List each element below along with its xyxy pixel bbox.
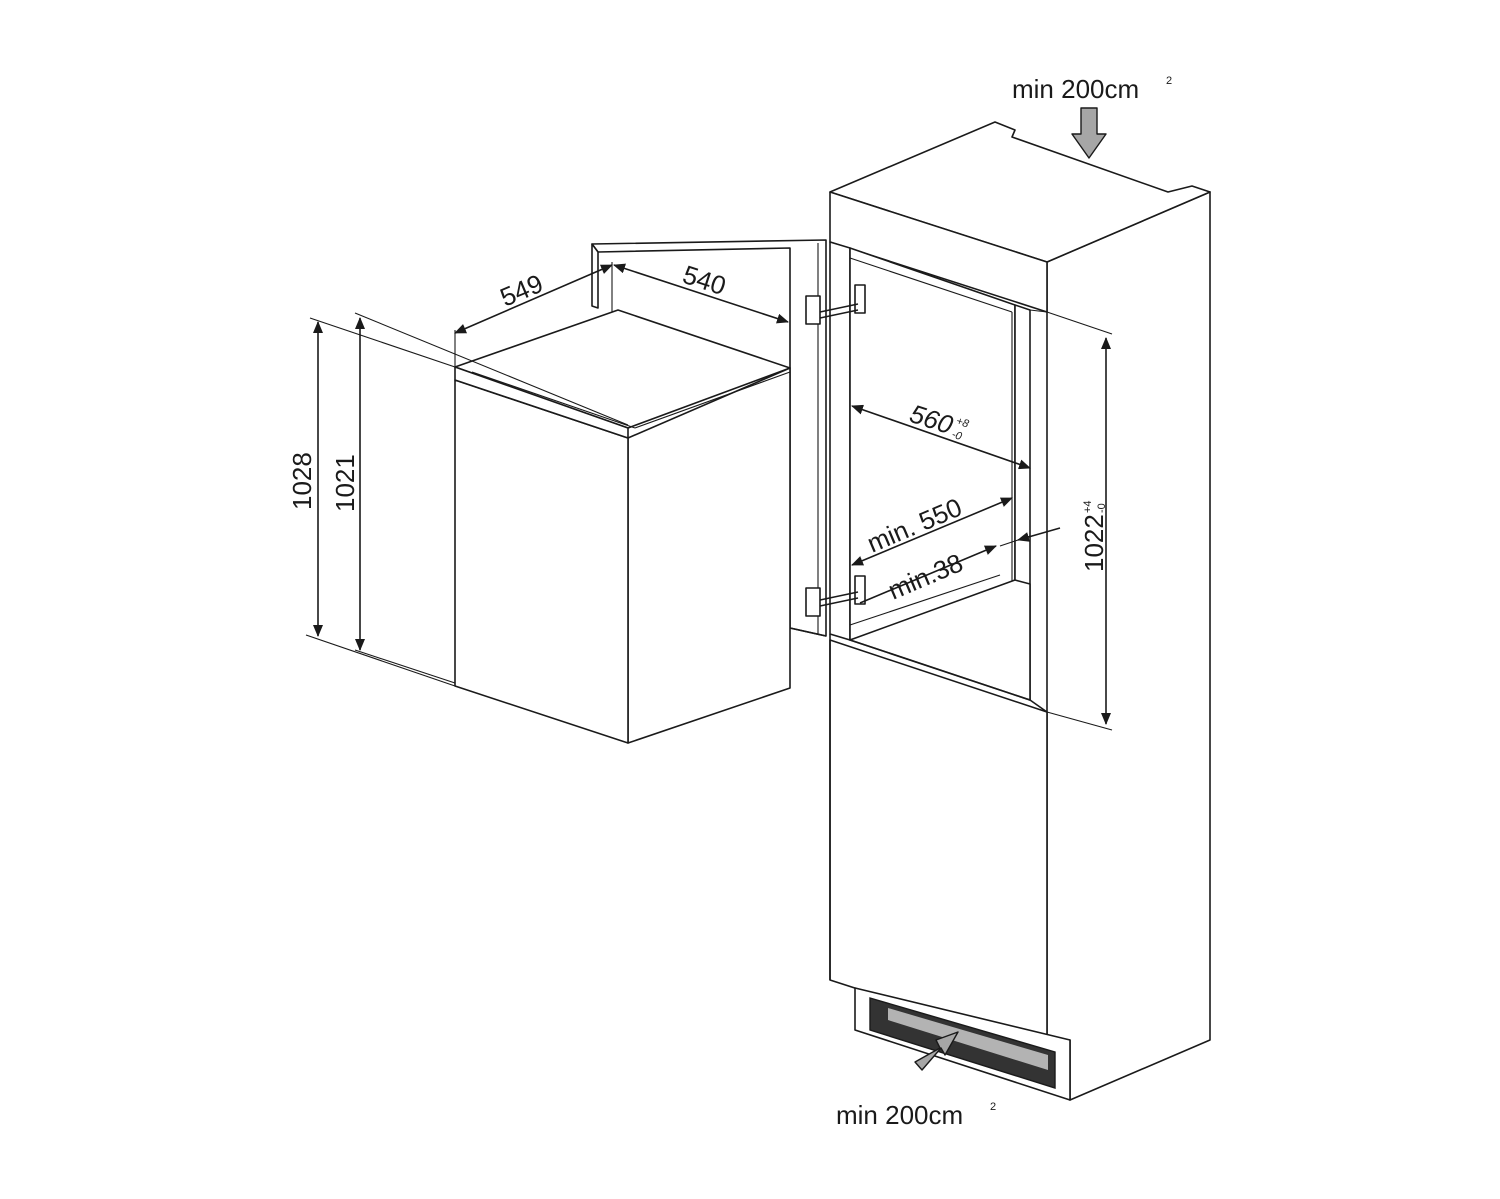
appliance-front	[454, 379, 629, 744]
height-1021-label: 1021	[330, 454, 360, 512]
appliance-top-trim	[454, 366, 629, 439]
cabinet-left-stile	[829, 241, 851, 641]
dimension-1028	[305, 317, 456, 687]
width-540-label: 540	[679, 259, 730, 301]
dimension-min-550	[851, 497, 1013, 566]
dimension-549	[454, 262, 613, 367]
depth-549-label: 549	[496, 268, 548, 313]
dimension-560	[851, 404, 1031, 470]
hinge-top	[805, 284, 866, 325]
vent-top-label: min 200cm	[1012, 74, 1139, 104]
lower-cabinet-door	[829, 639, 1048, 1051]
cabinet-top	[829, 121, 1211, 263]
vent-bottom-label-sup: 2	[990, 1101, 996, 1113]
vent-bottom-label: min 200cm	[836, 1100, 963, 1130]
dimension-540	[613, 263, 791, 368]
cabinet-side-panel	[1046, 191, 1211, 1101]
svg-text:+8: +8	[955, 415, 971, 431]
ventilation-grille-inner	[888, 1008, 1048, 1070]
height-1028-label: 1028	[287, 452, 317, 510]
svg-text:-0: -0	[1096, 503, 1108, 513]
dimension-1022	[1046, 311, 1113, 731]
cabinet	[829, 121, 1211, 1101]
appliance	[454, 309, 791, 744]
appliance-side	[627, 367, 791, 744]
svg-text:1022: 1022	[1079, 514, 1109, 572]
airflow-arrow-bottom	[914, 1031, 959, 1071]
vent-top-label-sup: 2	[1166, 75, 1172, 87]
airflow-arrow-top	[1071, 107, 1107, 159]
dimension-min-38	[859, 527, 1061, 604]
svg-text:-0: -0	[950, 429, 964, 444]
svg-text:+4: +4	[1082, 500, 1094, 513]
door-edge	[591, 243, 599, 309]
hinge-bottom	[805, 575, 866, 617]
dimension-1021	[354, 312, 629, 684]
niche-height-label: 1022 +4 -0	[1079, 500, 1109, 572]
